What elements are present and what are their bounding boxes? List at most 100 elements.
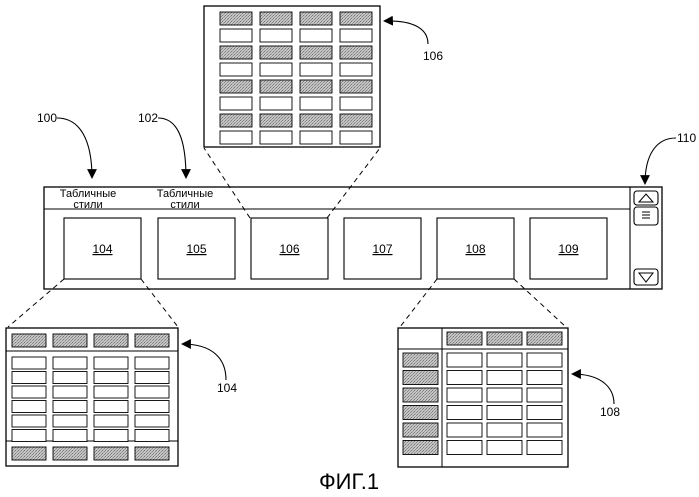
scroll-down-button[interactable]: [634, 269, 658, 285]
preview-104-total-cell: [12, 447, 46, 460]
preview-106-cell: [220, 12, 252, 25]
preview-106-cell: [340, 114, 372, 127]
preview-108-header-cell: [487, 332, 522, 345]
thumbnail-107[interactable]: 107: [344, 218, 421, 279]
preview-106-cell: [300, 114, 332, 127]
preview-108-body-cell: [527, 388, 562, 402]
preview-108-header-cell: [527, 332, 562, 345]
preview-104-body-cell: [53, 401, 87, 413]
preview-106-cell: [260, 63, 292, 76]
thumbnail-104-label: 104: [92, 242, 112, 256]
preview-104-body-cell: [53, 372, 87, 384]
preview-104-body-cell: [12, 415, 46, 427]
preview-106-cell: [220, 46, 252, 59]
preview-108-body-cell: [487, 406, 522, 420]
thumbnail-108[interactable]: 108: [437, 218, 514, 279]
preview-104-body-cell: [135, 415, 169, 427]
preview-104-body-cell: [94, 401, 128, 413]
preview-108-first-col-cell: [403, 441, 438, 455]
preview-106-cell: [220, 63, 252, 76]
preview-108-body-cell: [527, 441, 562, 455]
preview-106-cell: [260, 29, 292, 42]
preview-104-total-cell: [94, 447, 128, 460]
callout-108: 108: [600, 405, 620, 419]
preview-108-body-cell: [527, 371, 562, 385]
preview-106-cell: [220, 29, 252, 42]
callout-104: 104: [217, 381, 237, 395]
preview-108-body-cell: [447, 441, 482, 455]
preview-108-first-col-cell: [403, 353, 438, 367]
preview-104-body-cell: [12, 372, 46, 384]
preview-104-body-cell: [94, 372, 128, 384]
preview-106-cell: [300, 63, 332, 76]
scroll-up-button[interactable]: [634, 191, 658, 205]
preview-104-body-cell: [12, 357, 46, 369]
preview-106-cell: [300, 29, 332, 42]
thumbnail-108-label: 108: [465, 242, 485, 256]
header-label-table-styles-1-line2: стили: [73, 199, 102, 211]
thumbnail-104[interactable]: 104: [64, 218, 141, 279]
preview-104-body-cell: [53, 415, 87, 427]
preview-108-body-cell: [487, 388, 522, 402]
preview-106-cell: [340, 12, 372, 25]
preview-108-body-cell: [447, 353, 482, 367]
header-label-table-styles-2-line2: стили: [170, 199, 199, 211]
preview-104-body-cell: [135, 357, 169, 369]
callout-102: 102: [138, 111, 158, 125]
preview-104-header-cell: [135, 334, 169, 347]
arrow-108: [572, 374, 614, 404]
preview-104-body-cell: [94, 415, 128, 427]
more-button[interactable]: [634, 207, 658, 225]
preview-104-body-cell: [135, 430, 169, 442]
style-preview-104: [6, 328, 178, 466]
preview-104-body-cell: [12, 430, 46, 442]
figure-caption: ФИГ.1: [319, 469, 379, 494]
preview-104-header-cell: [53, 334, 87, 347]
preview-106-cell: [260, 114, 292, 127]
thumbnail-109-label: 109: [558, 242, 578, 256]
preview-104-body-cell: [94, 386, 128, 398]
thumbnail-107-label: 107: [372, 242, 392, 256]
preview-104-body-cell: [12, 386, 46, 398]
preview-106-cell: [220, 114, 252, 127]
arrow-104: [182, 344, 226, 380]
preview-104-body-cell: [135, 372, 169, 384]
arrow-106: [384, 21, 428, 44]
preview-106-cell: [260, 80, 292, 93]
callout-106: 106: [423, 49, 443, 63]
preview-104-body-cell: [94, 357, 128, 369]
thumbnail-106-label: 106: [279, 242, 299, 256]
preview-106-cell: [300, 131, 332, 144]
preview-108-first-col-cell: [403, 406, 438, 420]
preview-106-cell: [340, 29, 372, 42]
preview-106-cell: [260, 131, 292, 144]
style-preview-108: [398, 328, 568, 467]
preview-108-first-col-cell: [403, 371, 438, 385]
arrow-100: [57, 118, 92, 178]
preview-106-cell: [220, 97, 252, 110]
preview-106-cell: [340, 46, 372, 59]
preview-106-cell: [300, 97, 332, 110]
arrow-110: [645, 138, 676, 184]
preview-108-body-cell: [487, 441, 522, 455]
preview-106-cell: [340, 63, 372, 76]
preview-104-body-cell: [53, 430, 87, 442]
preview-108-first-col-cell: [403, 423, 438, 437]
preview-108-body-cell: [447, 406, 482, 420]
preview-104-total-cell: [53, 447, 87, 460]
preview-108-body-cell: [487, 371, 522, 385]
thumbnail-109[interactable]: 109: [530, 218, 607, 279]
preview-108-first-col-cell: [403, 388, 438, 402]
preview-104-body-cell: [135, 386, 169, 398]
preview-108-body-cell: [487, 353, 522, 367]
thumbnail-106[interactable]: 106: [251, 218, 328, 279]
preview-104-body-cell: [53, 386, 87, 398]
preview-108-body-cell: [487, 423, 522, 437]
preview-108-body-cell: [527, 353, 562, 367]
preview-106-cell: [260, 97, 292, 110]
thumbnail-105[interactable]: 105: [158, 218, 235, 279]
preview-104-body-cell: [94, 430, 128, 442]
preview-106-cell: [340, 97, 372, 110]
preview-108-body-cell: [447, 423, 482, 437]
thumbnail-105-label: 105: [186, 242, 206, 256]
